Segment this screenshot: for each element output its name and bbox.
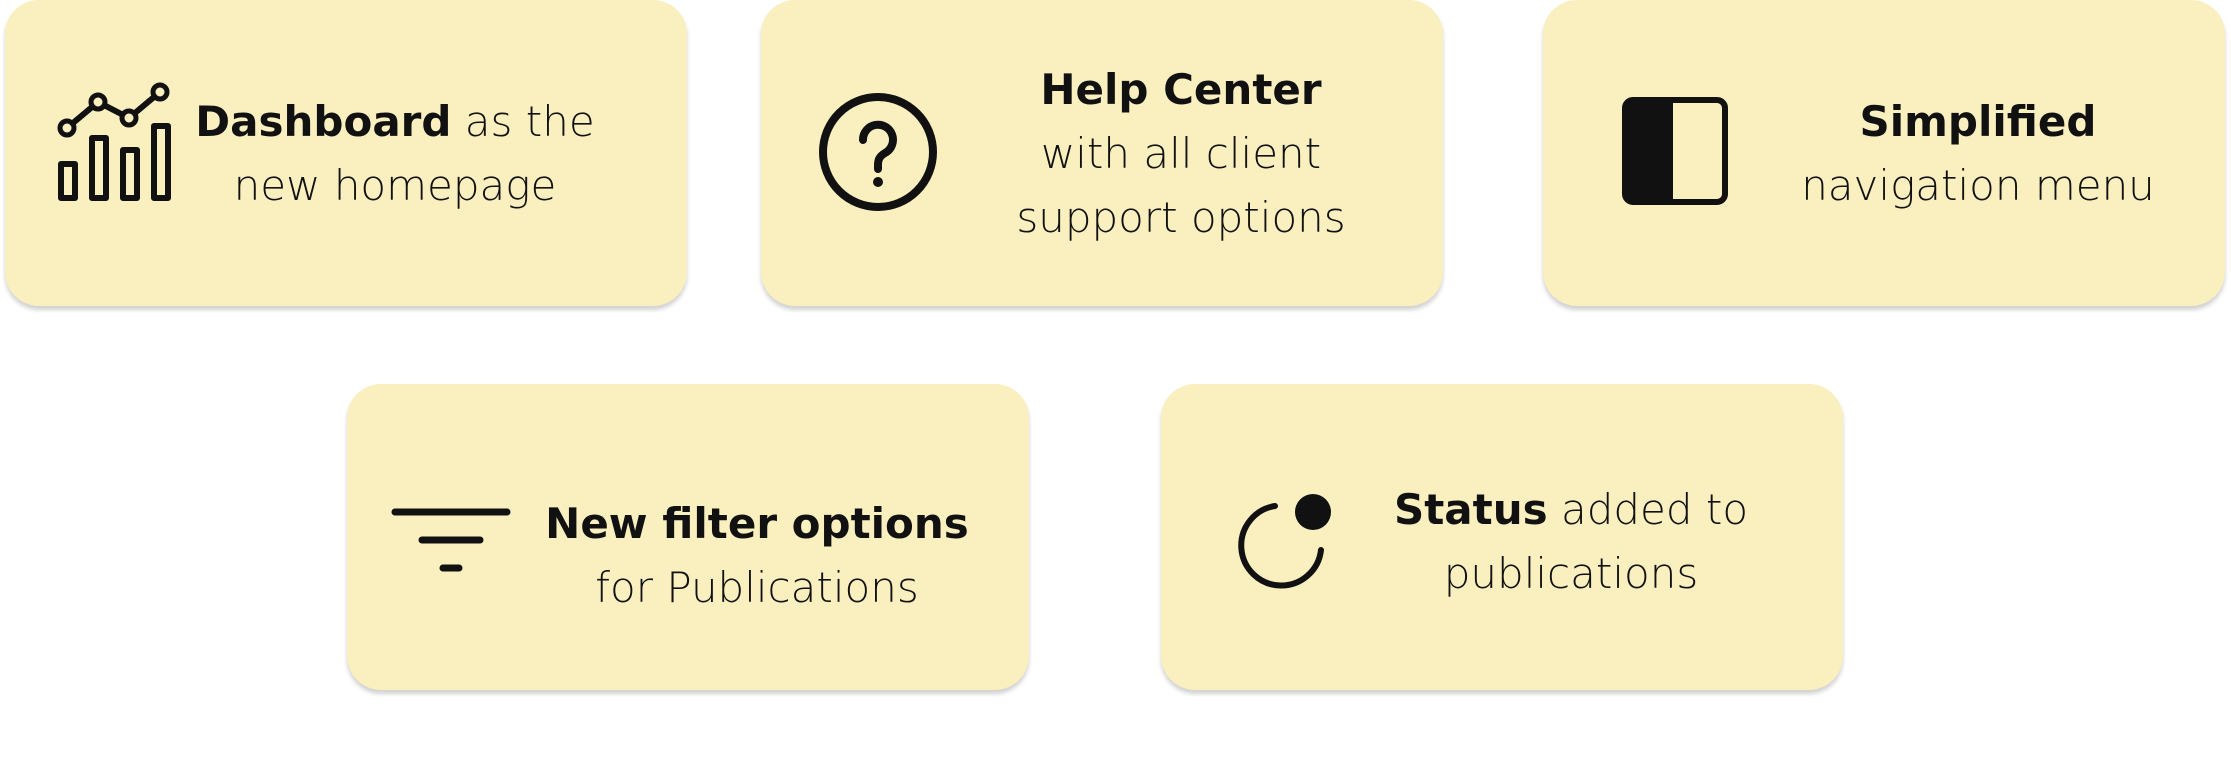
feature-desc-2: new homepage [233,161,557,210]
feature-card-filters: New filter options for Publications [347,384,1029,690]
feature-text: Dashboard as the new homepage [185,90,605,218]
feature-title: Dashboard [195,97,452,146]
feature-text: Simplified navigation menu [1763,90,2193,218]
feature-card-navigation: Simplified navigation menu [1543,0,2225,306]
feature-desc-2: with all client [1040,129,1322,178]
status-dot-icon [1231,484,1341,594]
feature-card-help-center: Help Center with all client support opti… [761,0,1443,306]
feature-card-status: Status added to publications [1161,384,1843,690]
question-circle-icon [816,90,946,220]
feature-title: New filter options [545,499,969,548]
feature-desc-1: as the [451,97,595,146]
feature-desc-2: publications [1443,549,1699,598]
feature-text: Help Center with all client support opti… [961,58,1401,250]
feature-title: Status [1393,485,1548,534]
feature-desc-2: navigation menu [1801,161,2155,210]
feature-desc-2: for Publications [595,563,919,612]
feature-desc-1: added to [1547,485,1749,534]
feature-card-dashboard: Dashboard as the new homepage [5,0,687,306]
feature-desc-3: support options [1016,193,1346,242]
bar-chart-trend-icon [55,80,185,210]
sidebar-panel-icon [1620,95,1730,210]
feature-text: Status added to publications [1381,478,1761,606]
feature-text: New filter options for Publications [537,492,977,620]
feature-title: Help Center [1040,65,1322,114]
filter-icon [387,494,517,584]
feature-title: Simplified [1859,97,2097,146]
